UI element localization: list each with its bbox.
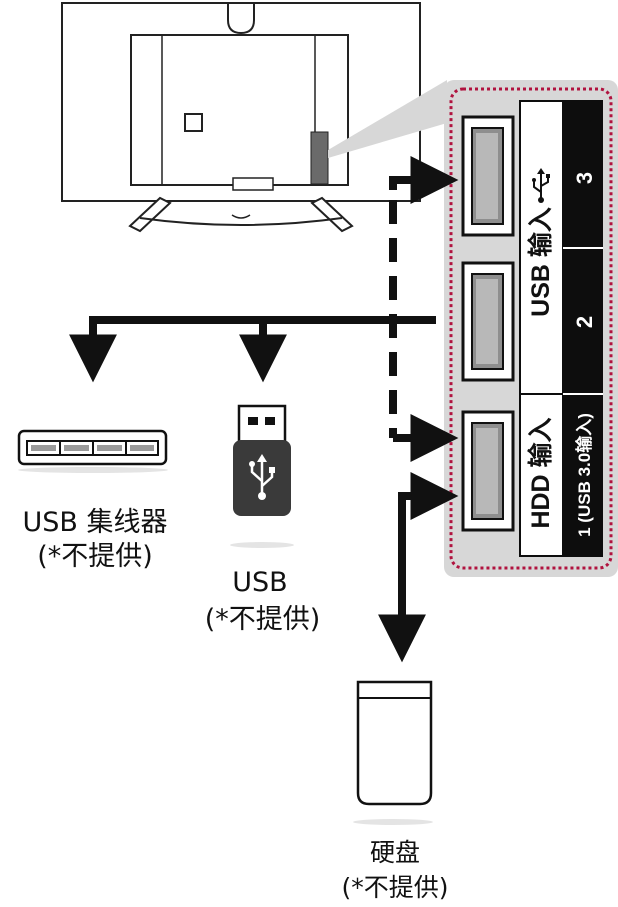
usb-stick-illustration — [230, 404, 294, 548]
hard-disk-illustration — [353, 680, 433, 825]
hard-disk-name: 硬盘 — [369, 838, 420, 867]
port-1-label: 1 (USB 3.0输入) — [574, 413, 594, 537]
hard-disk-note: (*不提供) — [341, 873, 449, 902]
tv-back-illustration — [61, 2, 421, 233]
usb-hub-illustration — [17, 429, 168, 473]
connection-arrows — [69, 156, 459, 663]
port-2-label: 2 — [572, 316, 597, 328]
arrow-hdd-link — [398, 472, 459, 650]
usb-stick-note: (*不提供) — [204, 604, 321, 635]
arrow-to-port-3 — [389, 156, 459, 204]
usb-hub-name: USB 集线器 — [22, 507, 168, 538]
usb-port-1 — [461, 410, 515, 532]
arrow-to-port-2 — [69, 316, 436, 383]
usb-input-label: USB 输入 — [526, 207, 555, 317]
usb-port-3 — [461, 115, 515, 237]
usb-port-2 — [461, 261, 515, 382]
zoom-wedge — [328, 80, 447, 158]
usb-symbol-icon — [532, 168, 550, 203]
usb-stick-name: USB — [232, 567, 288, 598]
usb-hub-note: (*不提供) — [37, 541, 153, 572]
port-3-label: 3 — [572, 172, 597, 184]
hdd-input-label: HDD 输入 — [526, 417, 555, 528]
